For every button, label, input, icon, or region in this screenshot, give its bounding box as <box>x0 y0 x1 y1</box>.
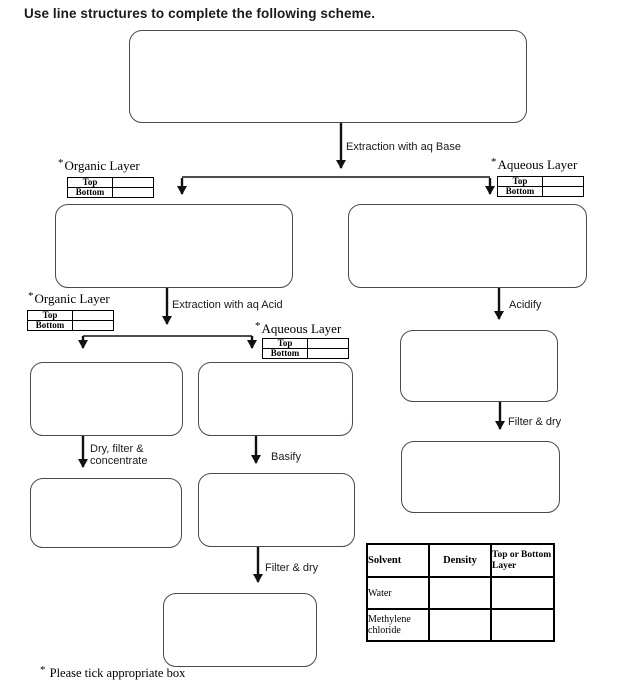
bottom-label: Bottom <box>67 187 113 198</box>
label-acidify: Acidify <box>509 299 542 311</box>
label-dry-filter-concentrate: Dry, filter & concentrate <box>90 443 148 467</box>
bottom-label: Bottom <box>27 320 73 331</box>
label-extraction-base: Extraction with aq Base <box>346 141 461 153</box>
answer-box-acid-product[interactable] <box>401 441 560 513</box>
tick-cell-top[interactable] <box>112 177 154 188</box>
top-label: Top <box>262 338 308 349</box>
tick-cell-bottom[interactable] <box>542 186 584 197</box>
bottom-label: Bottom <box>497 186 543 197</box>
solvent-table: Solvent Density Top or Bottom Layer Wate… <box>366 543 555 642</box>
answer-box-aqueous-layer-1[interactable] <box>348 204 587 288</box>
density-cell-water[interactable] <box>428 576 492 610</box>
organic-layer-label-1: *Organic Layer <box>58 157 140 173</box>
aqueous-layer-label-1: *Aqueous Layer <box>491 156 578 172</box>
answer-box-organic-layer-2[interactable] <box>30 362 183 436</box>
density-cell-methylene-chloride[interactable] <box>428 608 492 642</box>
label-basify: Basify <box>271 451 301 463</box>
cell-water: Water <box>366 576 430 610</box>
tick-cell-top[interactable] <box>307 338 349 349</box>
asterisk: * <box>58 157 64 169</box>
header-top-or-bottom-layer: Top or Bottom Layer <box>490 543 555 578</box>
top-label: Top <box>67 177 113 188</box>
bottom-label: Bottom <box>262 348 308 359</box>
answer-box-acidify-result[interactable] <box>400 330 558 402</box>
header-density: Density <box>428 543 492 578</box>
organic-layer-label-2: *Organic Layer <box>28 290 110 306</box>
asterisk: * <box>28 290 34 302</box>
answer-box-basify-result[interactable] <box>198 473 355 547</box>
answer-box-organic-layer-1[interactable] <box>55 204 293 288</box>
cell-methylene-chloride: Methylene chloride <box>366 608 430 642</box>
layer-cell-water[interactable] <box>490 576 555 610</box>
answer-box-mixture[interactable] <box>129 30 527 123</box>
answer-box-neutral-product[interactable] <box>30 478 182 548</box>
asterisk: * <box>491 156 497 168</box>
page-title: Use line structures to complete the foll… <box>24 6 376 21</box>
tick-cell-bottom[interactable] <box>307 348 349 359</box>
top-label: Top <box>497 176 543 187</box>
tick-table-aqueous-1: Top Bottom <box>497 176 584 197</box>
top-label: Top <box>27 310 73 321</box>
answer-box-aqueous-layer-2[interactable] <box>198 362 353 436</box>
asterisk: * <box>255 320 261 332</box>
footnote: * Please tick appropriate box <box>40 664 186 681</box>
layer-cell-methylene-chloride[interactable] <box>490 608 555 642</box>
tick-cell-top[interactable] <box>72 310 114 321</box>
tick-table-organic-1: Top Bottom <box>67 177 154 198</box>
header-solvent: Solvent <box>366 543 430 578</box>
footnote-text: Please tick appropriate box <box>49 666 186 680</box>
label-extraction-acid: Extraction with aq Acid <box>172 299 283 311</box>
aqueous-layer-label-2: *Aqueous Layer <box>255 320 342 336</box>
label-filter-dry-right: Filter & dry <box>508 416 562 428</box>
asterisk: * <box>40 664 46 676</box>
label-filter-dry-middle: Filter & dry <box>265 562 319 574</box>
tick-table-aqueous-2: Top Bottom <box>262 338 349 359</box>
tick-cell-top[interactable] <box>542 176 584 187</box>
answer-box-final-product[interactable] <box>163 593 317 667</box>
tick-cell-bottom[interactable] <box>72 320 114 331</box>
tick-cell-bottom[interactable] <box>112 187 154 198</box>
tick-table-organic-2: Top Bottom <box>27 310 114 331</box>
